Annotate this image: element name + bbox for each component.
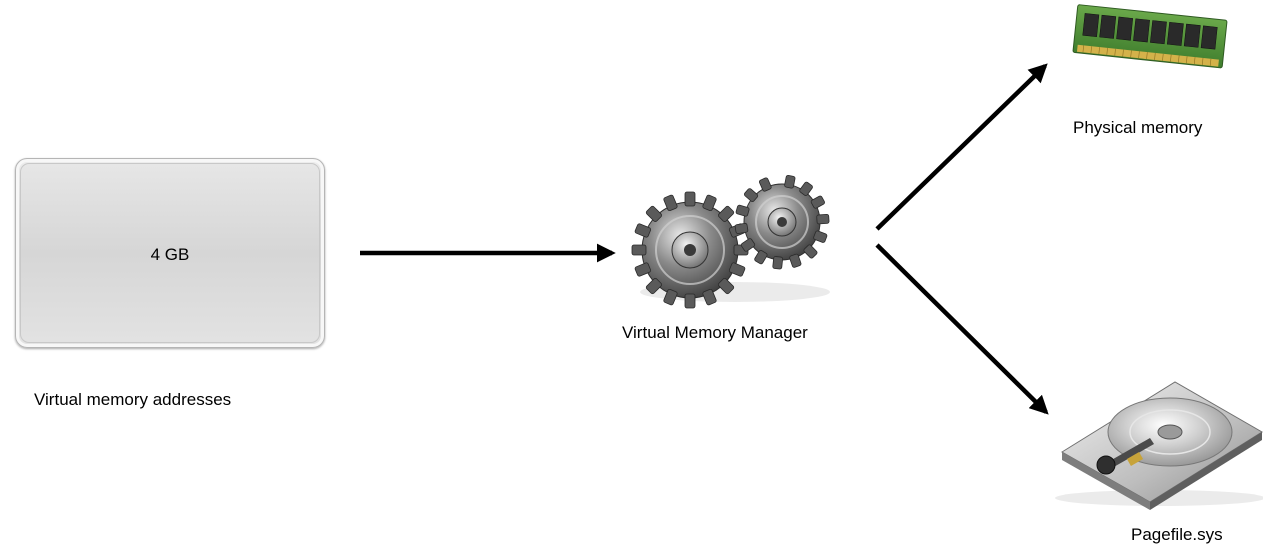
manager-caption: Virtual Memory Manager	[622, 323, 808, 342]
virtual-memory-caption: Virtual memory addresses	[34, 390, 232, 409]
virtual-memory-box: 4 GB	[15, 158, 325, 348]
arrow-to-physical-memory	[875, 63, 1048, 231]
arrow-to-pagefile	[875, 243, 1049, 415]
hard-drive-icon	[1055, 381, 1263, 510]
physical-memory-caption: Physical memory	[1073, 118, 1203, 137]
pagefile-caption: Pagefile.sys	[1131, 525, 1223, 544]
virtual-memory-size: 4 GB	[150, 245, 190, 264]
virtual-memory-box-face	[20, 163, 320, 343]
ram-module-icon	[1072, 4, 1228, 69]
gears-icon	[631, 174, 830, 309]
